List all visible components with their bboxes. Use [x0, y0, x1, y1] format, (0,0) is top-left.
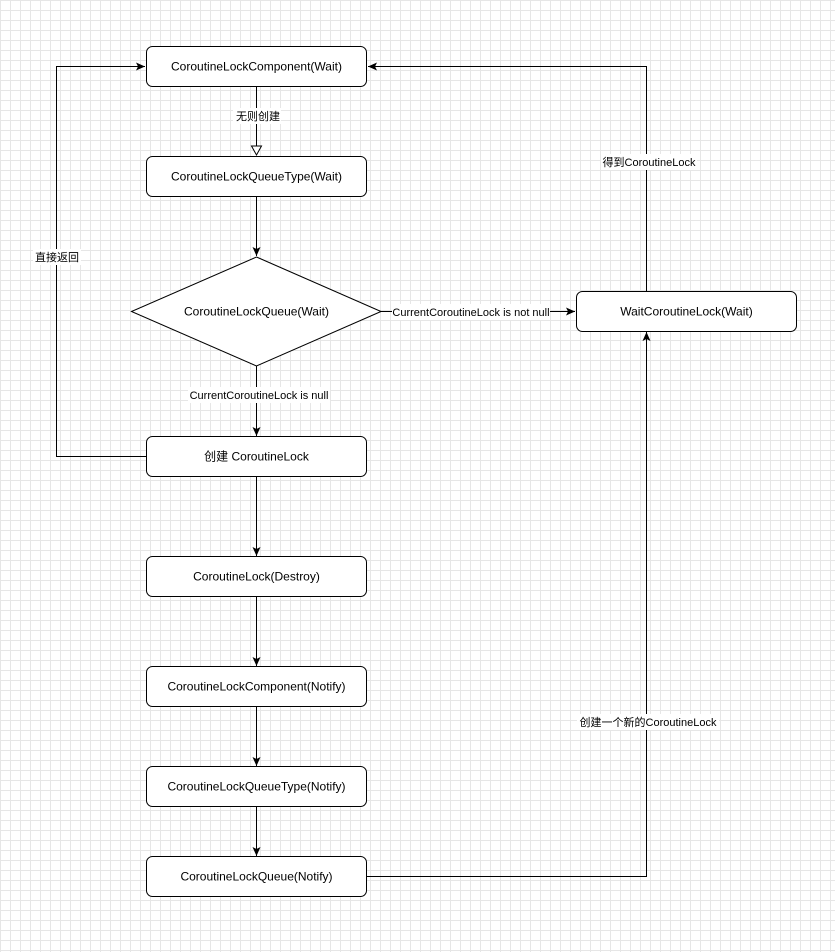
node-wait-lock[interactable]: WaitCoroutineLock(Wait)	[576, 291, 797, 332]
edge-got-lock	[368, 62, 647, 291]
node-queue-type-notify[interactable]: CoroutineLockQueueType(Notify)	[146, 766, 367, 807]
edge-label-text: CurrentCoroutineLock is not null	[392, 307, 549, 319]
edge-label-text: 无则创建	[236, 109, 280, 123]
node-label: CoroutineLock(Destroy)	[193, 570, 320, 584]
node-create-lock[interactable]: 创建 CoroutineLock	[146, 436, 367, 477]
label-current-null: CurrentCoroutineLock is null	[188, 387, 330, 403]
label-current-not-null: CurrentCoroutineLock is not null	[392, 304, 550, 320]
label-create-new-lock: 创建一个新的CoroutineLock	[577, 714, 719, 730]
node-label: WaitCoroutineLock(Wait)	[620, 305, 752, 319]
label-got-lock: 得到CoroutineLock	[601, 154, 697, 170]
node-lock-component-notify[interactable]: CoroutineLockComponent(Notify)	[146, 666, 367, 707]
label-create-if-missing: 无则创建	[233, 108, 281, 124]
node-label: CoroutineLockComponent(Notify)	[167, 680, 345, 694]
label-return-directly: 直接返回	[33, 249, 81, 265]
node-label: 创建 CoroutineLock	[204, 450, 310, 464]
node-label: CoroutineLockQueueType(Notify)	[167, 780, 345, 794]
node-queue-type-wait[interactable]: CoroutineLockQueueType(Wait)	[146, 156, 367, 197]
edge-create-new-lock	[367, 332, 651, 877]
node-label: CoroutineLockComponent(Wait)	[171, 60, 342, 74]
edge-label-text: CurrentCoroutineLock is null	[190, 390, 329, 402]
node-lock-destroy[interactable]: CoroutineLock(Destroy)	[146, 556, 367, 597]
node-label: CoroutineLockQueue(Wait)	[184, 305, 329, 319]
node-label: CoroutineLockQueue(Notify)	[180, 870, 332, 884]
edge-label-text: 直接返回	[35, 250, 79, 264]
edge-label-text: 得到CoroutineLock	[603, 156, 696, 169]
edge-label-text: 创建一个新的CoroutineLock	[580, 715, 717, 729]
node-lock-component-wait[interactable]: CoroutineLockComponent(Wait)	[146, 46, 367, 87]
node-label: CoroutineLockQueueType(Wait)	[171, 170, 342, 184]
node-queue-notify[interactable]: CoroutineLockQueue(Notify)	[146, 856, 367, 897]
node-queue-wait-decision[interactable]: CoroutineLockQueue(Wait)	[130, 256, 383, 367]
